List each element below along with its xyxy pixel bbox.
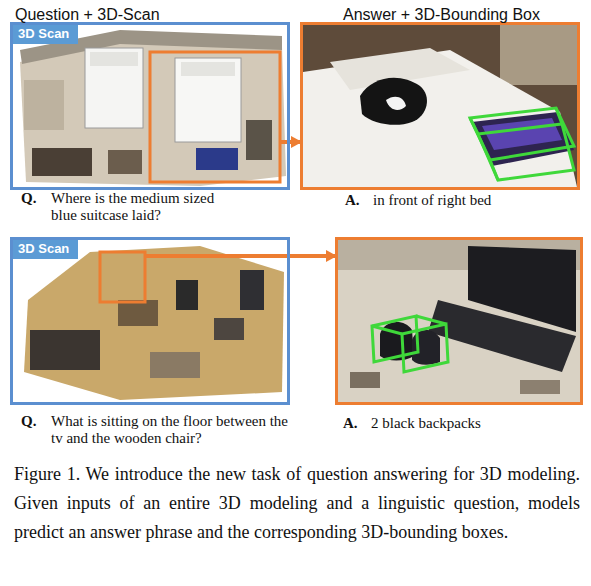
suitcase [196, 148, 238, 170]
shelf [240, 270, 264, 310]
scan-panel: Question + 3D-ScanQ.Where is the medium … [10, 22, 290, 190]
scan-floor [20, 40, 286, 186]
pillow [90, 52, 138, 66]
panel-heading: Answer + 3D-Bounding Box [343, 6, 540, 24]
bounding-box [478, 124, 574, 180]
panel-heading: Question + 3D-Scan [15, 6, 160, 24]
scan-tag: 3D Scan [13, 240, 78, 259]
sofa [30, 330, 100, 370]
answer-panel: A.2 black backpacks [335, 237, 583, 405]
qa-text: in front of right bed [373, 192, 573, 209]
bed-right [175, 58, 241, 142]
scan-floor [24, 246, 284, 400]
clutter [24, 80, 64, 130]
photo-ground [303, 25, 577, 187]
clutter [214, 318, 244, 340]
tag-label: 3D Scan [18, 241, 69, 257]
figure-caption: Figure 1. We introduce the new task of q… [14, 460, 580, 547]
scan-panel: Q.What is sitting on the floor between t… [10, 237, 290, 405]
bounding-box [372, 316, 418, 362]
wall [500, 25, 577, 85]
pillow [181, 62, 235, 76]
connector-arrow [290, 254, 336, 258]
qa-text: 2 black backpacks [371, 415, 571, 432]
bounding-box [470, 118, 478, 134]
answer-panel: Answer + 3D-Bounding BoxA.in front of ri… [300, 22, 580, 190]
furniture [108, 150, 142, 174]
rug [150, 352, 200, 378]
chair [176, 280, 198, 310]
table [118, 300, 158, 326]
qa-text: Where is the medium sized blue suitcase … [51, 190, 241, 224]
qa-marker: A. [343, 415, 358, 432]
suitcase-top [482, 118, 562, 150]
bed-left [85, 48, 143, 128]
dog [360, 78, 427, 125]
clutter [520, 380, 560, 394]
dresser [32, 148, 92, 176]
bounding-box [556, 108, 562, 124]
dog-patch [386, 97, 406, 110]
region-box [150, 52, 280, 182]
bounding-box [402, 324, 448, 372]
clutter [350, 372, 380, 388]
qa-marker: A. [345, 192, 360, 209]
arrow-stem [145, 254, 291, 258]
bounding-box [490, 160, 498, 180]
qa-marker: Q. [21, 190, 36, 207]
nightstand [246, 120, 272, 160]
qa-marker: Q. [21, 413, 36, 430]
bounding-box [372, 326, 402, 334]
bounding-box [416, 316, 446, 324]
qa-text: What is sitting on the floor between the… [51, 413, 289, 447]
tag-label: 3D Scan [18, 26, 69, 42]
scan-tag: 3D Scan [13, 25, 78, 44]
tv-stand [428, 300, 576, 372]
photo-ground [338, 240, 580, 402]
region-box [100, 252, 145, 302]
